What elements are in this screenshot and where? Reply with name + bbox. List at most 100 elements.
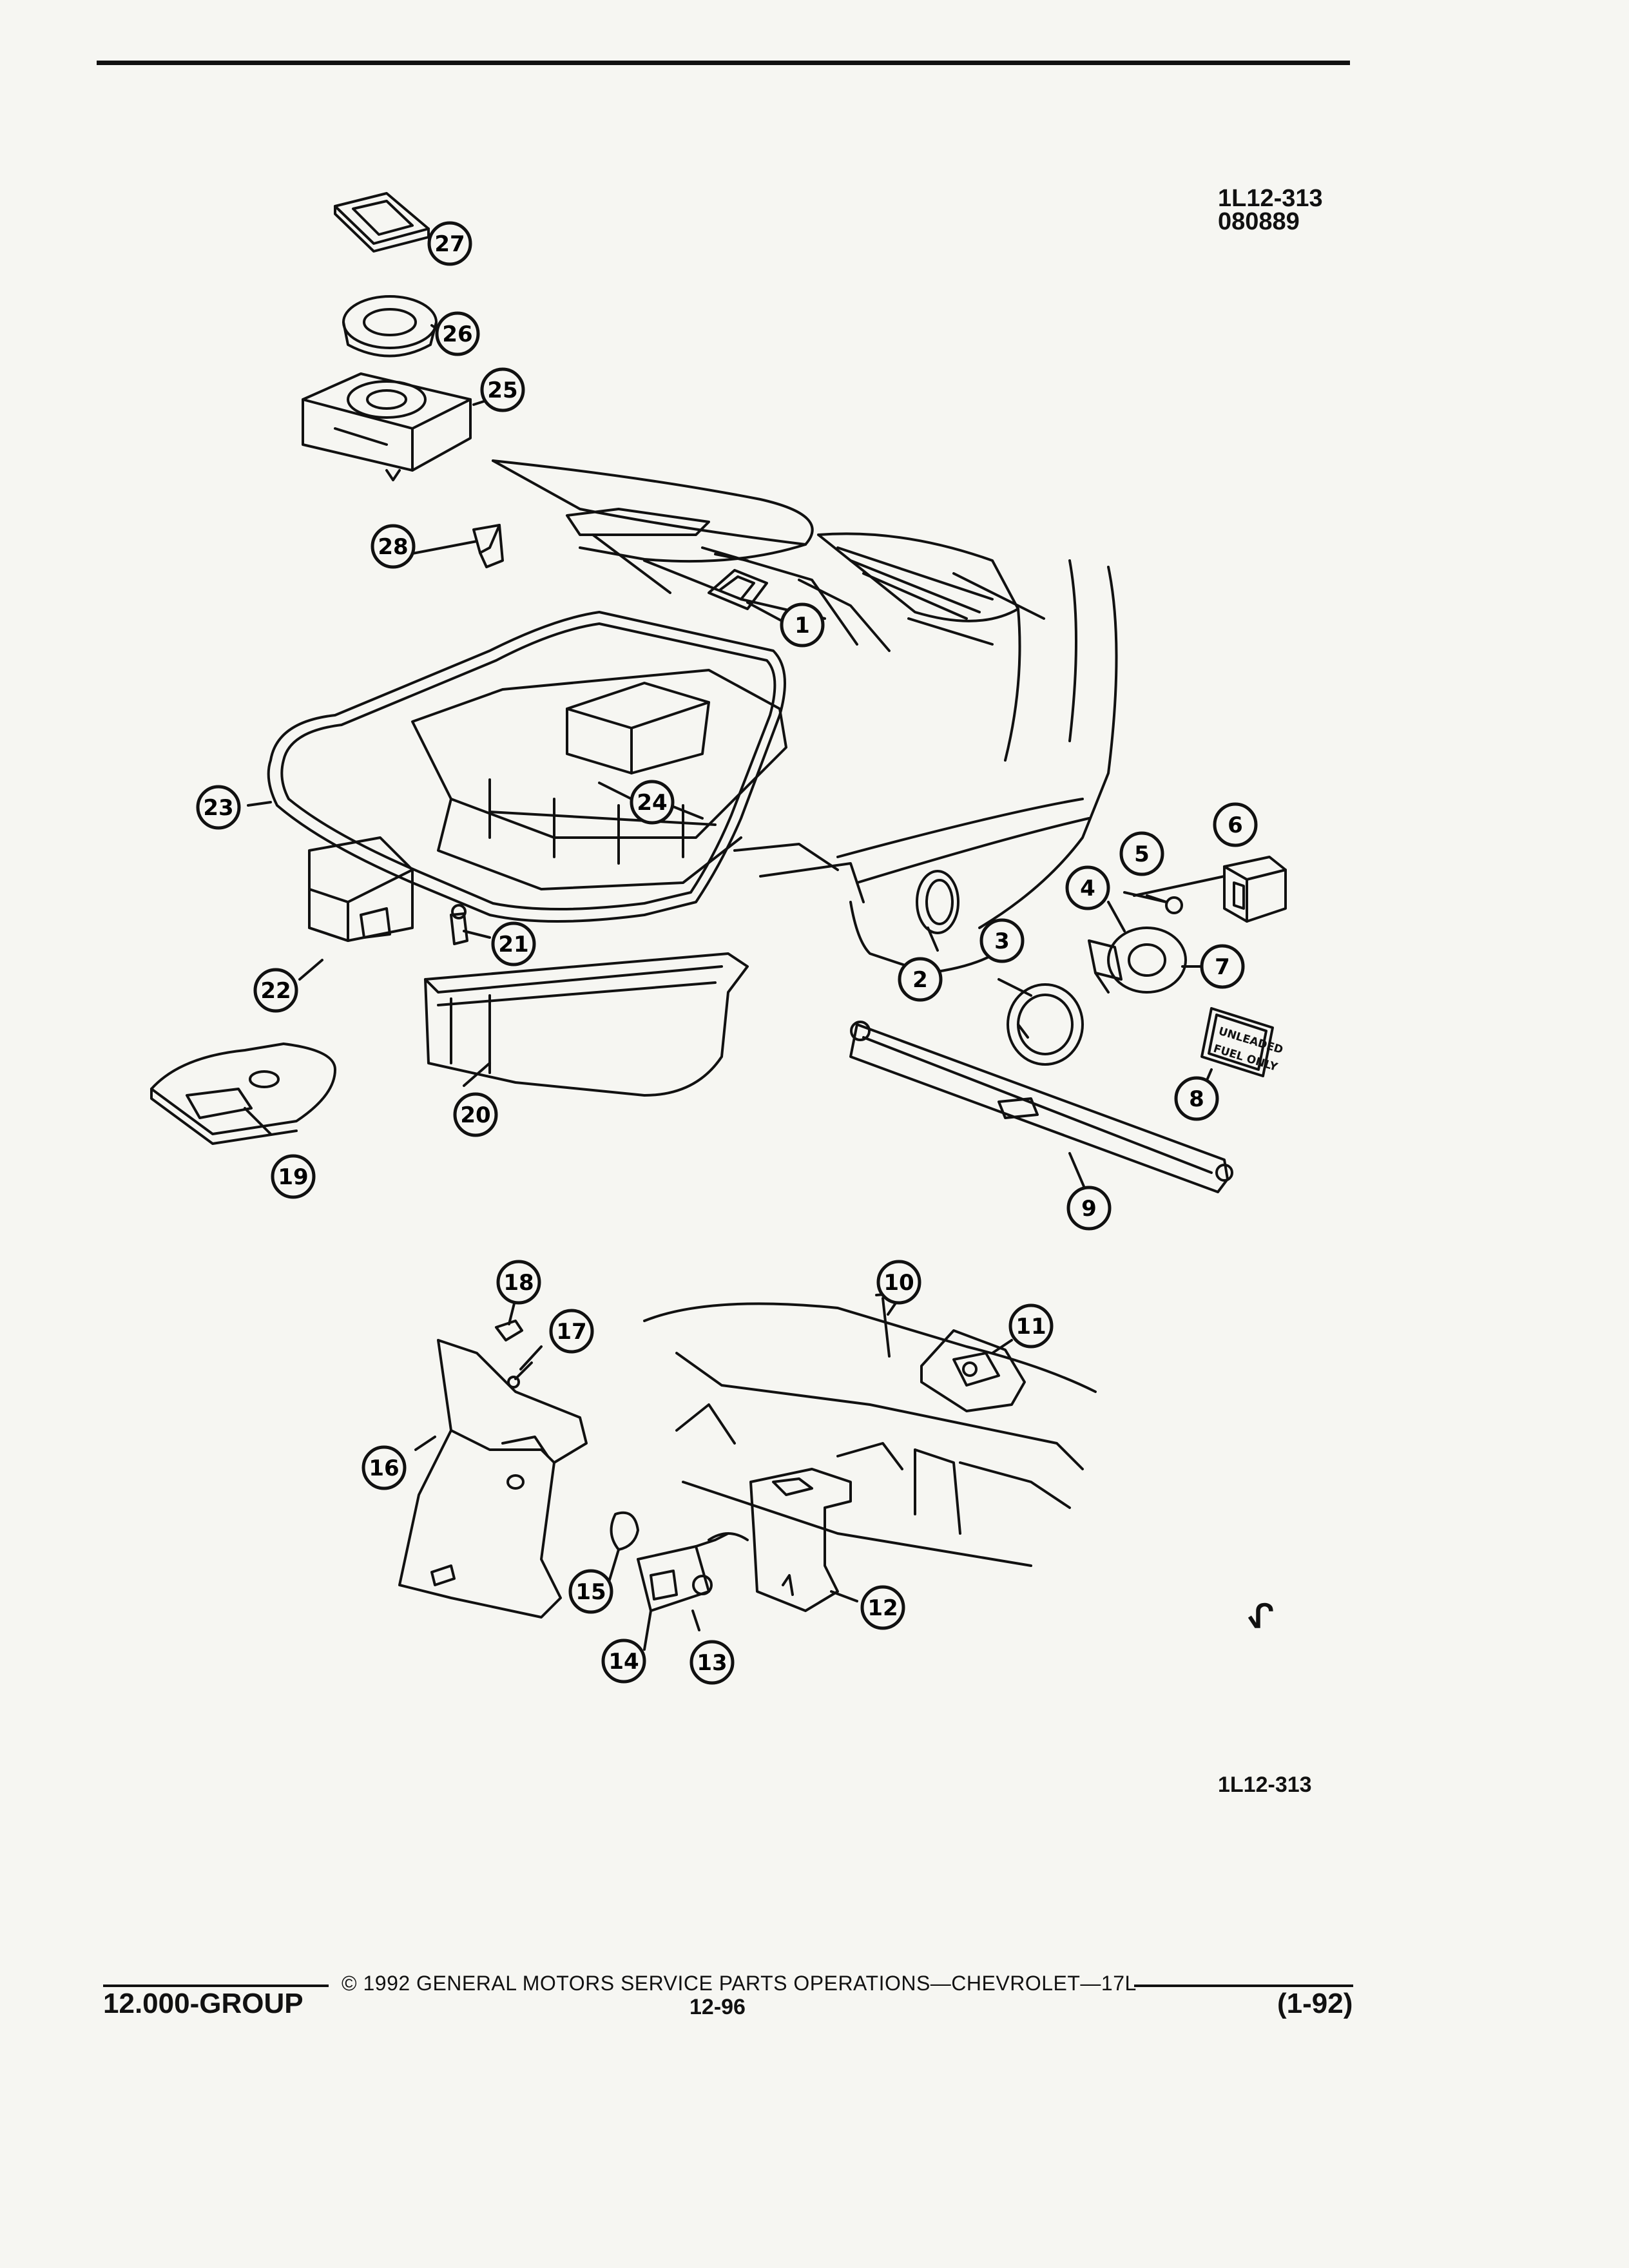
callout-circle (601, 1639, 646, 1684)
date-code: 080889 (1218, 208, 1300, 235)
callout-circle (271, 1154, 316, 1199)
callout-number: 9 (1081, 1196, 1097, 1222)
callout-22: 22 (253, 968, 298, 1013)
callout-number: 12 (867, 1595, 898, 1621)
callout-circle (1200, 944, 1245, 989)
callout-15: 15 (568, 1569, 613, 1614)
callout-circle (1066, 1186, 1112, 1231)
callout-18: 18 (496, 1260, 541, 1305)
callout-number: 14 (608, 1649, 639, 1675)
part-15-bulb (610, 1511, 639, 1551)
callout-circle (860, 1585, 905, 1630)
callout-12: 12 (860, 1585, 905, 1630)
callout-circle (549, 1309, 594, 1354)
part-26-speaker (342, 295, 438, 358)
callout-number: 21 (498, 932, 528, 957)
callout-3: 3 (979, 918, 1025, 963)
callout-number: 8 (1189, 1086, 1204, 1112)
callout-5: 5 (1119, 831, 1164, 876)
callout-circle (371, 524, 416, 569)
callout-number: 19 (278, 1164, 308, 1190)
callout-number: 15 (575, 1579, 606, 1605)
callout-9: 9 (1066, 1186, 1112, 1231)
footer-revision: (1-92) (1277, 1988, 1353, 2019)
part-9-sill-plate (849, 1021, 1233, 1193)
footer-rule-left (103, 1984, 329, 1987)
part-4-fuel-door (1088, 927, 1187, 994)
callout-circle (898, 957, 943, 1002)
footer-copyright: © 1992 GENERAL MOTORS SERVICE PARTS OPER… (342, 1972, 1137, 1995)
callout-number: 24 (637, 790, 667, 816)
callout-circle (1213, 802, 1258, 847)
callout-circle (427, 221, 472, 266)
callout-24: 24 (630, 780, 675, 825)
callout-14: 14 (601, 1639, 646, 1684)
callout-circle (491, 921, 536, 966)
part-17-screw (507, 1361, 533, 1389)
callout-circle (196, 785, 241, 830)
callout-number: 3 (994, 928, 1010, 954)
leader-lines (244, 234, 1226, 1651)
callout-circle (780, 602, 825, 648)
callout-number: 17 (556, 1319, 586, 1345)
callout-21: 21 (491, 921, 536, 966)
callout-number: 23 (203, 795, 233, 821)
callout-number: 6 (1228, 812, 1243, 838)
part-11-latch (920, 1329, 1026, 1412)
callout-27: 27 (427, 221, 472, 266)
car-rear-body (492, 459, 1118, 974)
callout-11: 11 (1008, 1303, 1054, 1349)
callout-28: 28 (371, 524, 416, 569)
top-rule (97, 61, 1350, 65)
callout-number: 26 (442, 322, 472, 347)
figure-code-bottom: 1L12-313 (1218, 1773, 1312, 1797)
callout-circle (1119, 831, 1164, 876)
callout-circle (630, 780, 675, 825)
callout-number: 2 (912, 967, 928, 993)
callout-16: 16 (361, 1445, 407, 1490)
part-1-striker (708, 569, 768, 610)
callout-circle (689, 1640, 735, 1685)
callout-circle (568, 1569, 613, 1614)
callout-number: 25 (487, 378, 517, 403)
callout-circle (979, 918, 1025, 963)
part-2-filler-pocket (916, 870, 959, 934)
callout-23: 23 (196, 785, 241, 830)
figure-code: 1L12-313 (1218, 185, 1323, 212)
lower-trunk-body (643, 1302, 1097, 1567)
part-21-pin (450, 904, 468, 945)
callout-20: 20 (453, 1092, 498, 1137)
callout-circle (1065, 865, 1110, 910)
part-27-bezel (334, 192, 430, 253)
part-13-socket (637, 1532, 749, 1612)
part-12-lamp-housing (749, 1468, 852, 1612)
callout-circle (253, 968, 298, 1013)
callout-circle (876, 1260, 921, 1305)
footer-rule-right (1134, 1984, 1353, 1987)
callout-number: 11 (1016, 1314, 1046, 1340)
part-16-quarter-trim (398, 1339, 588, 1619)
part-22-cover (308, 836, 414, 942)
callout-circle (435, 311, 480, 356)
callout-26: 26 (435, 311, 480, 356)
callout-10: 10 (876, 1260, 921, 1305)
callout-number: 20 (460, 1102, 490, 1128)
callout-circle (1008, 1303, 1054, 1349)
callout-7: 7 (1200, 944, 1245, 989)
callout-number: 5 (1134, 841, 1150, 867)
footer-group: 12.000-GROUP (103, 1988, 304, 2019)
callout-circle (361, 1445, 407, 1490)
callout-number: 10 (883, 1270, 914, 1296)
part-14-bracket (650, 1570, 678, 1600)
part-28-bracket (472, 524, 504, 568)
part-19-mat (150, 1043, 336, 1145)
callout-number: 16 (369, 1456, 399, 1481)
part-23-weatherstrip (267, 611, 786, 923)
callout-circle (496, 1260, 541, 1305)
callout-number: 28 (378, 534, 408, 560)
section-mark: ᖋ (1247, 1599, 1274, 1635)
callout-number: 13 (697, 1650, 727, 1676)
callout-4: 4 (1065, 865, 1110, 910)
